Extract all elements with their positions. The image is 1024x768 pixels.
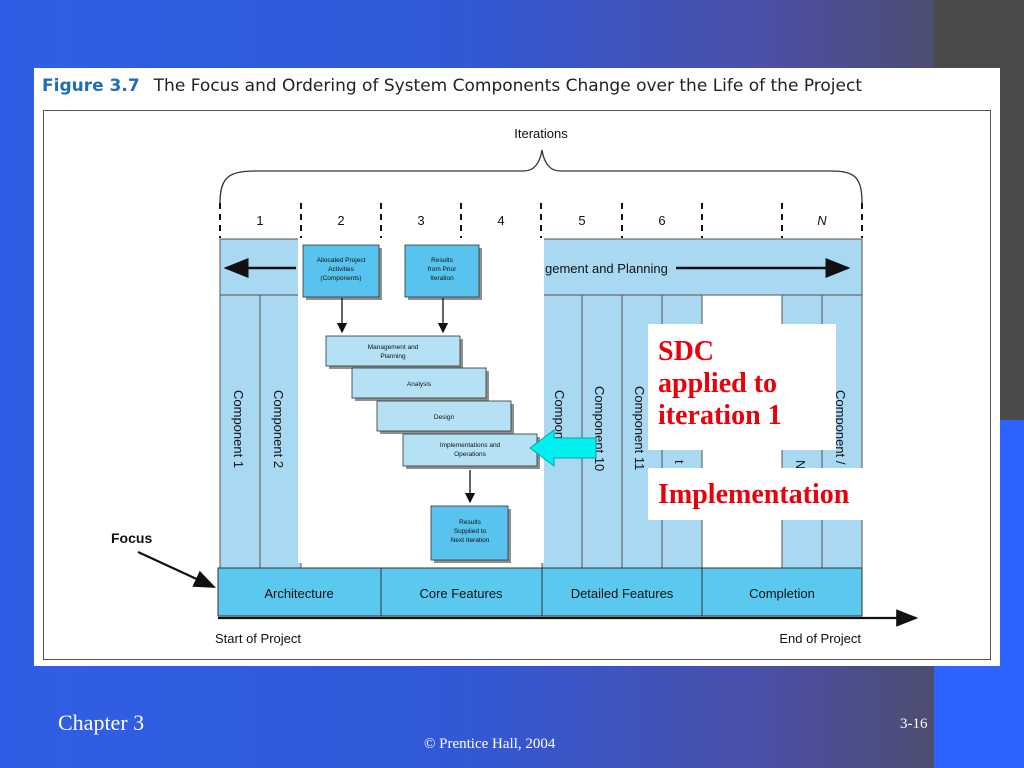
iteration-number: 6 bbox=[658, 213, 665, 228]
iterations-brace bbox=[219, 149, 863, 204]
focus-label: Focus bbox=[111, 530, 152, 546]
component-column bbox=[219, 294, 261, 569]
figure-border bbox=[43, 110, 991, 660]
iteration-number: 3 bbox=[417, 213, 424, 228]
results-prior-box: Results from Prior Iteration bbox=[404, 244, 482, 300]
iteration-number: 1 bbox=[256, 213, 263, 228]
sdc-callout: SDC applied to iteration 1 bbox=[648, 324, 836, 450]
svg-text:Planning: Planning bbox=[380, 353, 406, 360]
component-label: Component 1 bbox=[231, 390, 246, 468]
step-label: Design bbox=[434, 414, 455, 421]
end-of-project-label: End of Project bbox=[779, 631, 861, 646]
svg-text:Next Iteration: Next Iteration bbox=[451, 537, 490, 544]
callout-line: SDC bbox=[658, 336, 715, 367]
figure-label: Figure 3.7 bbox=[42, 76, 140, 96]
component-column bbox=[259, 294, 302, 569]
management-band-label: gement and Planning bbox=[545, 261, 668, 276]
lifecycle-diagram: Iterations 1 2 3 4 5 6 N bbox=[111, 126, 919, 646]
component-label: N bbox=[793, 460, 808, 469]
figure-title: Figure 3.7 The Focus and Ordering of Syst… bbox=[42, 76, 862, 96]
process-step-implementation: Implementations and Operations bbox=[402, 433, 540, 469]
component-label: Component 11 bbox=[632, 386, 647, 470]
figure-caption: The Focus and Ordering of System Compone… bbox=[153, 76, 862, 96]
component-label: Component 2 bbox=[271, 390, 286, 468]
phase-label: Detailed Features bbox=[571, 586, 674, 601]
iteration-dividers bbox=[219, 203, 863, 238]
allocated-activities-box: Allocated Project Activities (Components… bbox=[302, 244, 382, 300]
svg-text:Results: Results bbox=[459, 519, 481, 526]
phase-bar bbox=[217, 567, 863, 617]
component-column bbox=[541, 294, 583, 569]
process-step-analysis: Analysis bbox=[351, 367, 489, 401]
phase-label: Core Features bbox=[419, 586, 503, 601]
step-label: Analysis bbox=[407, 381, 432, 388]
copyright-label: © Prentice Hall, 2004 bbox=[424, 736, 556, 752]
component-label: Component / bbox=[833, 390, 848, 465]
chapter-label: Chapter 3 bbox=[58, 710, 145, 735]
svg-text:Allocated Project: Allocated Project bbox=[317, 257, 366, 264]
svg-text:from Prior: from Prior bbox=[428, 266, 457, 273]
callout-line: iteration 1 bbox=[658, 400, 782, 431]
focus-arrow bbox=[137, 551, 216, 588]
svg-text:Operations: Operations bbox=[454, 451, 487, 458]
figure-panel: Figure 3.7 The Focus and Ordering of Syst… bbox=[34, 68, 1000, 666]
iterations-label: Iterations bbox=[514, 126, 568, 141]
svg-text:Implementations and: Implementations and bbox=[440, 442, 501, 449]
start-of-project-label: Start of Project bbox=[215, 631, 301, 646]
iteration-number: 5 bbox=[578, 213, 585, 228]
page-number: 3-16 bbox=[900, 716, 928, 732]
svg-text:(Components): (Components) bbox=[320, 275, 361, 282]
implementation-callout: Implementation bbox=[648, 468, 894, 520]
process-step-design: Design bbox=[376, 400, 514, 434]
svg-text:Results: Results bbox=[431, 257, 453, 264]
iteration-number: 2 bbox=[337, 213, 344, 228]
highlight-arrow bbox=[529, 429, 597, 467]
iteration-number: 4 bbox=[497, 213, 504, 228]
svg-text:Management and: Management and bbox=[368, 344, 419, 351]
band-label-backdrop bbox=[544, 258, 676, 278]
process-step-management: Management and Planning bbox=[325, 335, 463, 369]
phase-label: Architecture bbox=[264, 586, 333, 601]
results-next-box: Results Supplied to Next Iteration bbox=[430, 505, 511, 563]
svg-text:Activities: Activities bbox=[328, 266, 354, 273]
callout-line: applied to bbox=[658, 368, 778, 399]
svg-text:Supplied to: Supplied to bbox=[454, 528, 487, 535]
svg-text:Iteration: Iteration bbox=[430, 275, 454, 282]
iteration-number: N bbox=[817, 213, 827, 228]
phase-label: Completion bbox=[749, 586, 815, 601]
